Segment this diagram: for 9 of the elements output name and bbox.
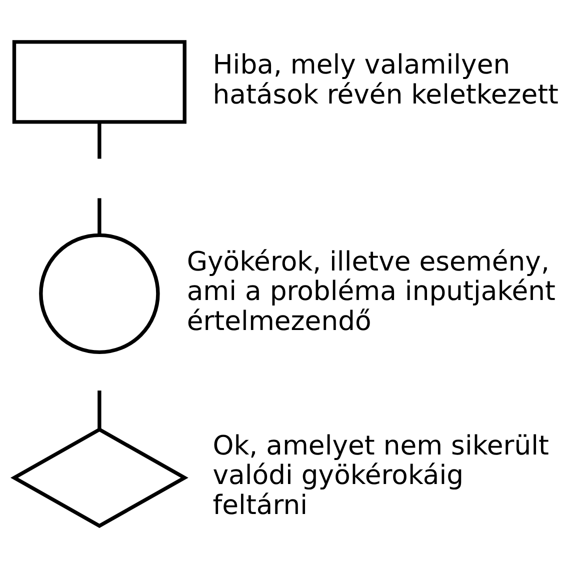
node-circle [39,233,160,354]
node-box [12,40,186,124]
connector [98,122,102,159]
connector [98,198,102,235]
node-label: Gyökérok, illetve esemény, ami a probléma inputjaként értelmezendő [186,246,556,337]
node-label: Ok, amelyet nem sikerült valódi gyökérokáig feltárni [212,430,549,521]
node-label: Hiba, mely valamilyen hatások révén keletkezett [212,50,559,110]
node-diamond [10,427,188,528]
connector [98,390,102,430]
